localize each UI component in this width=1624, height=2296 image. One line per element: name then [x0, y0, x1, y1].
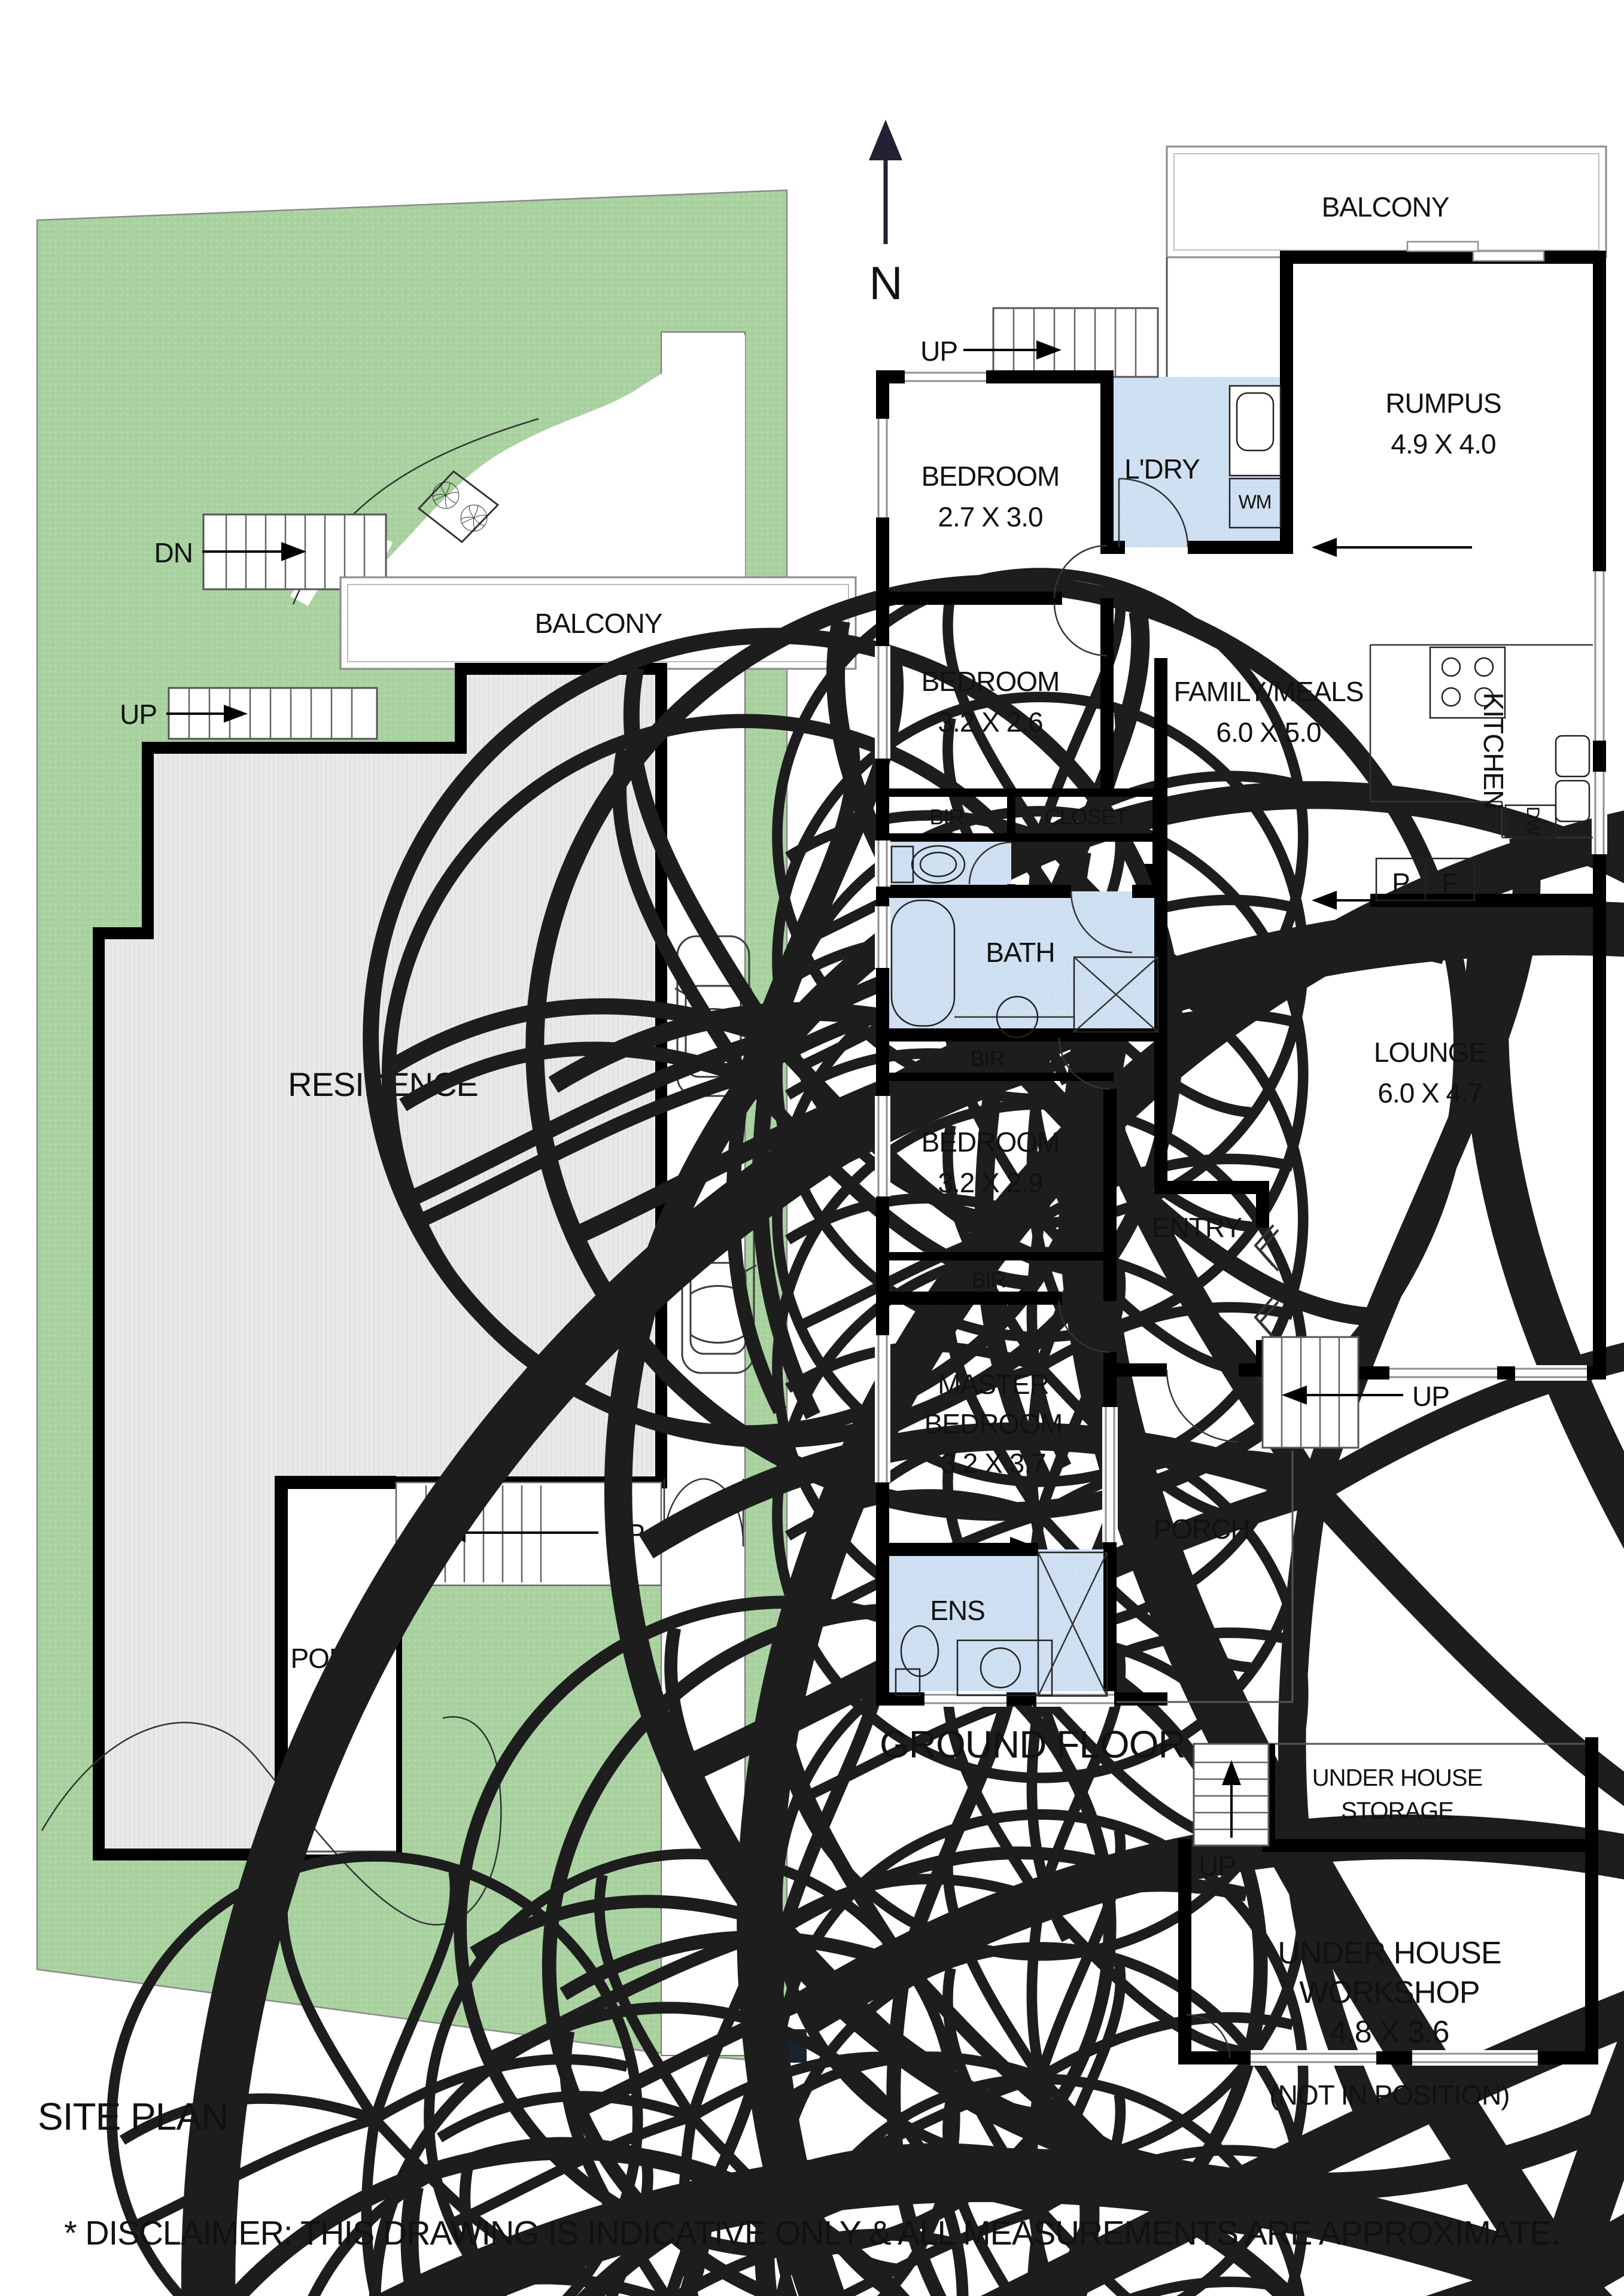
kitchen-area: KITCHEN DW P F: [1369, 644, 1593, 902]
workshop-label-1: UNDER HOUSE: [1278, 1936, 1501, 1971]
opening-arrows: [969, 538, 1472, 1556]
pantry-label: P: [1392, 867, 1410, 899]
site-stairs-up: UP: [120, 687, 378, 740]
site-balcony-label: BALCONY: [535, 608, 662, 639]
bedroom3-dims: 3.2 X 2.9: [938, 1167, 1042, 1198]
wc-room: [883, 838, 1011, 891]
under-house-stairs: UP: [1193, 1743, 1270, 1881]
open-wall-zigzag: [1254, 1224, 1279, 1344]
site-dn-label: DN: [154, 537, 193, 568]
lounge-label: LOUNGE: [1374, 1037, 1486, 1068]
master-label: MASTER: [938, 1369, 1049, 1400]
bath-room: [883, 891, 1161, 1035]
windows: [875, 240, 1607, 1707]
workshop-note: (NOT IN POSITION): [1269, 2079, 1509, 2111]
closet-label: CLOSET: [1045, 805, 1128, 829]
laundry-fixtures: WM: [1228, 385, 1282, 529]
workshop-door: [1186, 2014, 1231, 2059]
ground-floor-plan: BALCONY UP: [875, 145, 1607, 1766]
dw-label: DW: [1523, 806, 1543, 836]
site-up-label: UP: [120, 699, 157, 730]
gf-balcony: BALCONY: [1166, 145, 1607, 258]
gf-porch-stairs: UP: [1261, 1336, 1450, 1449]
bir1-label: BIR: [929, 805, 963, 829]
workshop-windows: [1251, 2050, 1538, 2066]
site-plan: DN BALCONY UP RESIDENCE: [36, 189, 1624, 2296]
bedroom2-label: BEDROOM: [922, 666, 1060, 697]
fridge-label: F: [1441, 867, 1458, 899]
gf-porch-up-label: UP: [1412, 1381, 1449, 1412]
workshop-label-2: WORKSHOP: [1299, 1975, 1479, 2010]
gf-porch-outline: [1117, 1451, 1294, 1703]
master-label2: BEDROOM: [924, 1408, 1063, 1439]
master-dims: 3.2 X 3.7: [941, 1448, 1045, 1479]
gf-balcony-label: BALCONY: [1322, 191, 1449, 223]
workshop-dims: 4.8 X 3.6: [1330, 2015, 1449, 2050]
entry-label: ENTRY: [1152, 1212, 1242, 1243]
storage-label-2: STORAGE: [1341, 1798, 1453, 1824]
site-plan-title: SITE PLAN: [38, 2095, 228, 2138]
bedroom3-label: BEDROOM: [922, 1126, 1060, 1158]
gf-stairs-up: UP: [920, 307, 1159, 378]
wm-label: WM: [1239, 491, 1272, 513]
lounge-dims: 6.0 X 4.7: [1377, 1077, 1482, 1109]
storage-label-1: UNDER HOUSE: [1312, 1765, 1483, 1791]
gf-up-label: UP: [920, 336, 957, 367]
ensuite-label: ENS: [930, 1595, 985, 1626]
north-label: N: [869, 257, 902, 309]
site-balcony: BALCONY: [339, 576, 857, 670]
ground-floor-title: GROUND FLOOR: [880, 1723, 1185, 1766]
under-house-plan: UP UNDER HOUSE STORAGE UNDER HOUSE WORKS…: [1178, 1737, 1598, 2111]
rumpus-label: RUMPUS: [1385, 388, 1501, 419]
doors: [968, 477, 1239, 1443]
bath-fixtures: [890, 845, 1159, 1039]
bath-label: BATH: [986, 937, 1054, 968]
rumpus-dims: 4.9 X 4.0: [1391, 428, 1495, 459]
family-meals-label: FAMILY/MEALS: [1174, 676, 1364, 707]
bedroom1-label: BEDROOM: [922, 461, 1060, 492]
bedroom1-dims: 2.7 X 3.0: [938, 501, 1042, 532]
north-arrow-icon: N: [869, 120, 903, 309]
kitchen-label: KITCHEN: [1478, 693, 1509, 809]
bedroom2-dims: 3.2 X 2.6: [938, 707, 1042, 738]
family-meals-dims: 6.0 X 5.0: [1216, 717, 1321, 748]
gf-porch-label: PORCH: [1153, 1514, 1249, 1545]
bir3-label: BIR: [971, 1268, 1005, 1292]
laundry-label: L'DRY: [1124, 453, 1200, 485]
garden-path-area: [383, 335, 745, 605]
ensuite-fixtures: [895, 1551, 1108, 1697]
under-house-up-label: UP: [1199, 1850, 1236, 1881]
bir2-label: BIR: [970, 1046, 1004, 1071]
planter-diamond: [417, 470, 500, 544]
disclaimer-text: * DISCLAIMER: THIS DRAWING IS INDICATIVE…: [64, 2214, 1560, 2252]
